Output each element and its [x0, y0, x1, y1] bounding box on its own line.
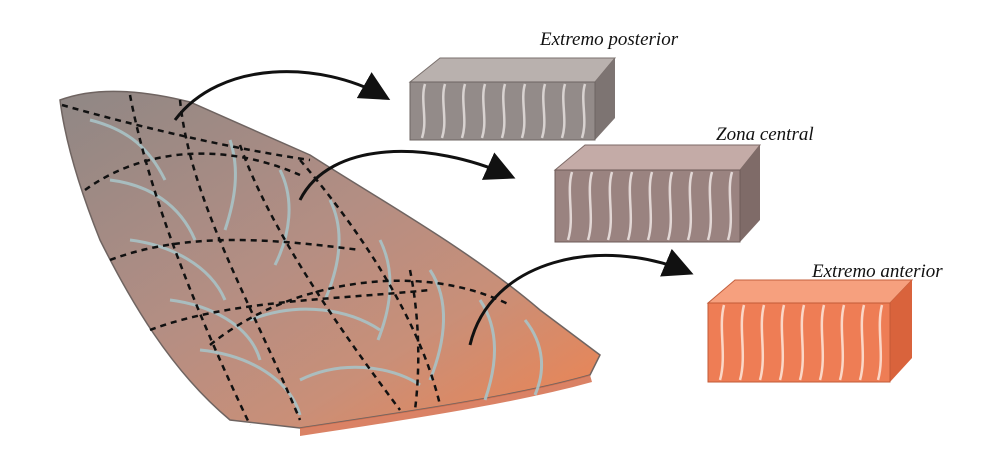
label-zona-central: Zona central	[716, 124, 814, 145]
arrow-posterior	[173, 70, 391, 121]
arrows	[173, 70, 694, 346]
label-extremo-posterior: Extremo posterior	[539, 29, 679, 50]
arrow-anterior	[468, 248, 694, 346]
block-posterior	[408, 57, 617, 141]
label-extremo-anterior: Extremo anterior	[811, 261, 943, 282]
block-central	[553, 144, 762, 243]
arrow-central	[298, 149, 516, 201]
block-anterior	[706, 279, 914, 383]
salmon-fillet	[59, 90, 601, 436]
